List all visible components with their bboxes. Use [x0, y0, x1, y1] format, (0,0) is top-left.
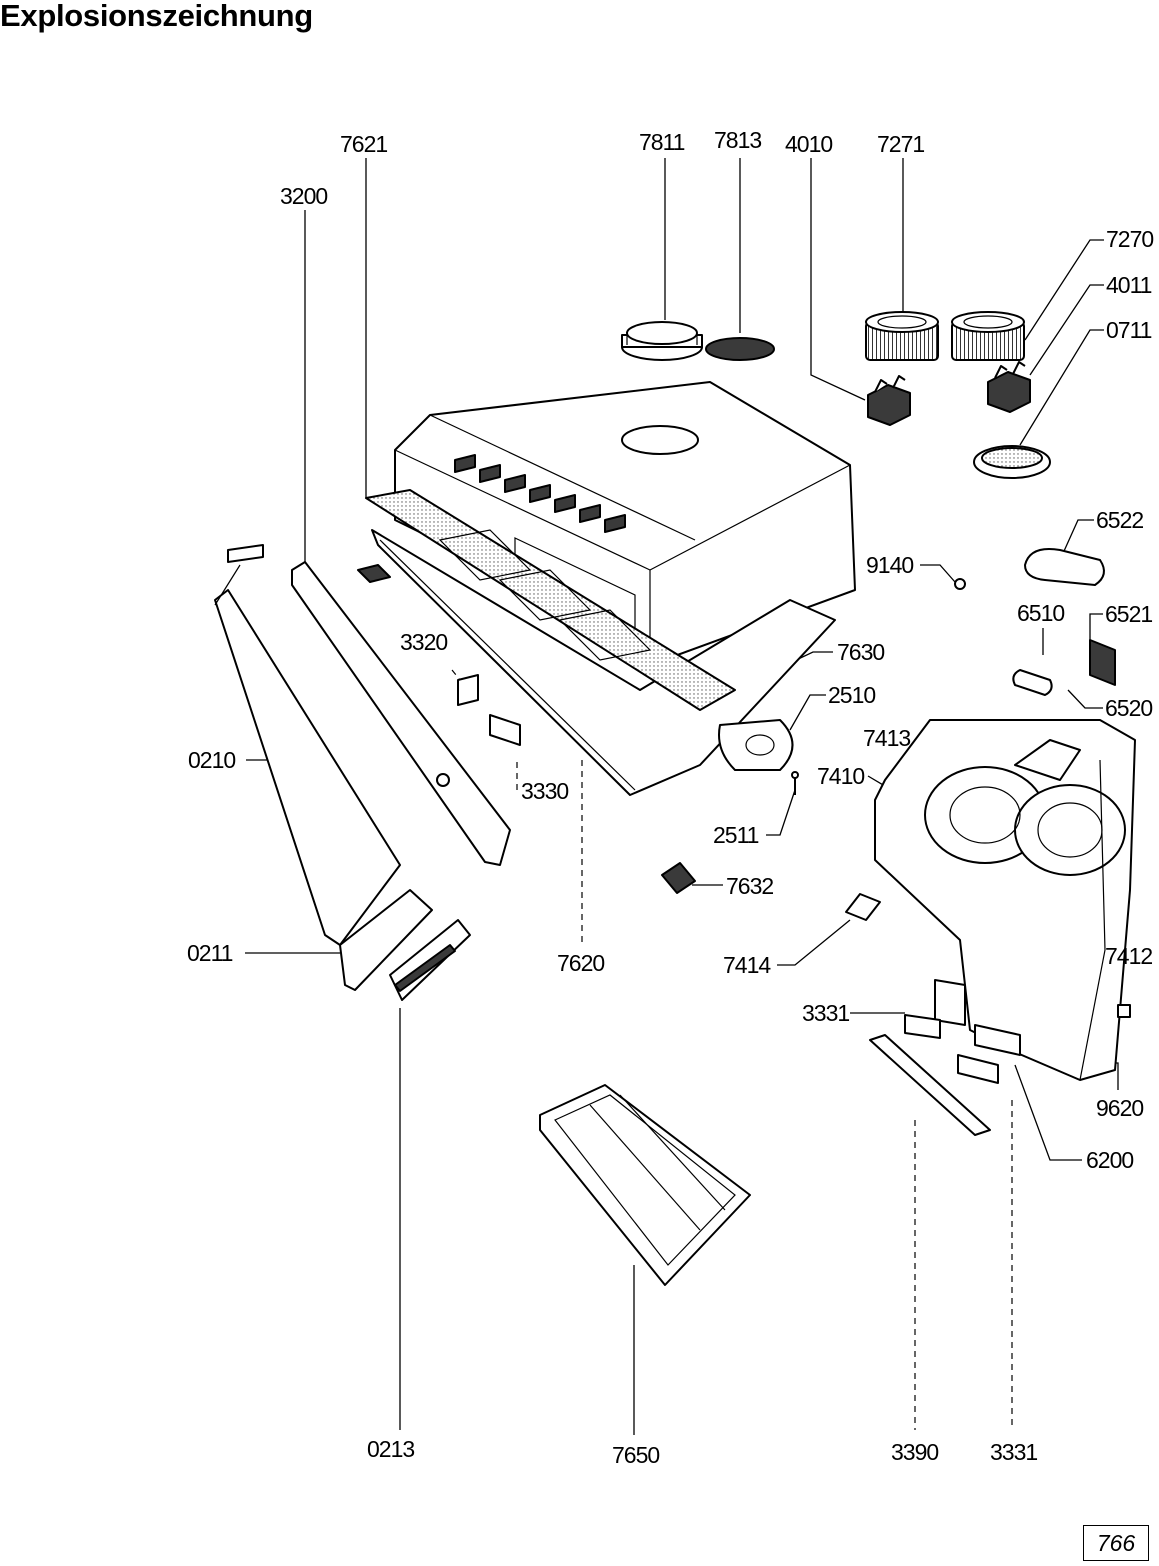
part-7813 [705, 337, 775, 361]
label-7621: 7621 [340, 131, 387, 157]
part-6510 [1012, 669, 1053, 696]
label-9620: 9620 [1096, 1095, 1143, 1121]
label-3330: 3330 [521, 778, 568, 804]
part-6522 [1024, 548, 1105, 586]
label-0210: 0210 [188, 747, 235, 773]
part-3320 [457, 674, 479, 706]
part-7271 [865, 311, 1025, 361]
label-7811: 7811 [639, 129, 685, 155]
label-7632: 7632 [726, 873, 773, 899]
page-number: 766 [1096, 1529, 1136, 1556]
label-7620: 7620 [557, 950, 604, 976]
label-7650: 7650 [612, 1442, 659, 1468]
part-7414 [845, 893, 881, 921]
label-7414: 7414 [723, 952, 771, 978]
label-6200: 6200 [1086, 1147, 1133, 1173]
label-7813: 7813 [714, 127, 761, 153]
part-7621-clip [357, 564, 391, 583]
label-3331-upper: 3331 [802, 1000, 849, 1026]
part-3390 [869, 1034, 991, 1136]
label-6521: 6521 [1105, 601, 1152, 627]
part-0211 [339, 889, 433, 991]
part-0210 [214, 544, 401, 946]
part-7650 [539, 1084, 751, 1286]
part-3331-top [904, 1014, 941, 1039]
label-3390: 3390 [891, 1439, 938, 1465]
label-3320: 3320 [400, 629, 447, 655]
part-3331-bottom [957, 1054, 999, 1084]
part-7632 [661, 862, 696, 894]
part-7620-7621 [365, 489, 736, 711]
part-4011 [987, 361, 1031, 413]
label-7413: 7413 [863, 725, 910, 751]
part-6200 [934, 979, 1021, 1056]
part-9620 [1117, 1004, 1131, 1018]
label-9140: 9140 [866, 552, 913, 578]
label-0711: 0711 [1106, 317, 1152, 343]
label-6522: 6522 [1096, 507, 1143, 533]
part-3200 [291, 561, 511, 866]
part-7410 [874, 719, 1136, 1081]
label-7630: 7630 [837, 639, 884, 665]
part-2511 [791, 771, 799, 795]
part-2510 [718, 719, 794, 771]
part-4010 [867, 375, 911, 426]
part-6521 [1089, 639, 1116, 686]
label-6510: 6510 [1017, 600, 1064, 626]
label-0213: 0213 [367, 1436, 414, 1462]
label-4011: 4011 [1106, 272, 1152, 298]
part-0213 [389, 919, 471, 1001]
label-2510: 2510 [828, 682, 875, 708]
part-9140 [954, 578, 966, 590]
label-2511: 2511 [713, 822, 759, 848]
label-3331-lower: 3331 [990, 1439, 1037, 1465]
label-7270: 7270 [1106, 226, 1153, 252]
part-labels: 7621 3200 7811 7813 4010 7271 7270 4011 … [187, 127, 1154, 1468]
part-7811 [621, 321, 703, 361]
part-7412 [1079, 759, 1106, 1081]
label-4010: 4010 [785, 131, 832, 157]
label-3200: 3200 [280, 183, 327, 209]
page-number-box: 766 [1083, 1525, 1149, 1561]
part-0711 [973, 445, 1051, 479]
label-7271: 7271 [877, 131, 924, 157]
page-title: Explosionszeichnung [0, 0, 313, 33]
label-6520: 6520 [1105, 695, 1152, 721]
label-7412: 7412 [1105, 943, 1152, 969]
label-0211: 0211 [187, 940, 233, 966]
part-3330 [489, 714, 521, 746]
label-7410: 7410 [817, 763, 864, 789]
